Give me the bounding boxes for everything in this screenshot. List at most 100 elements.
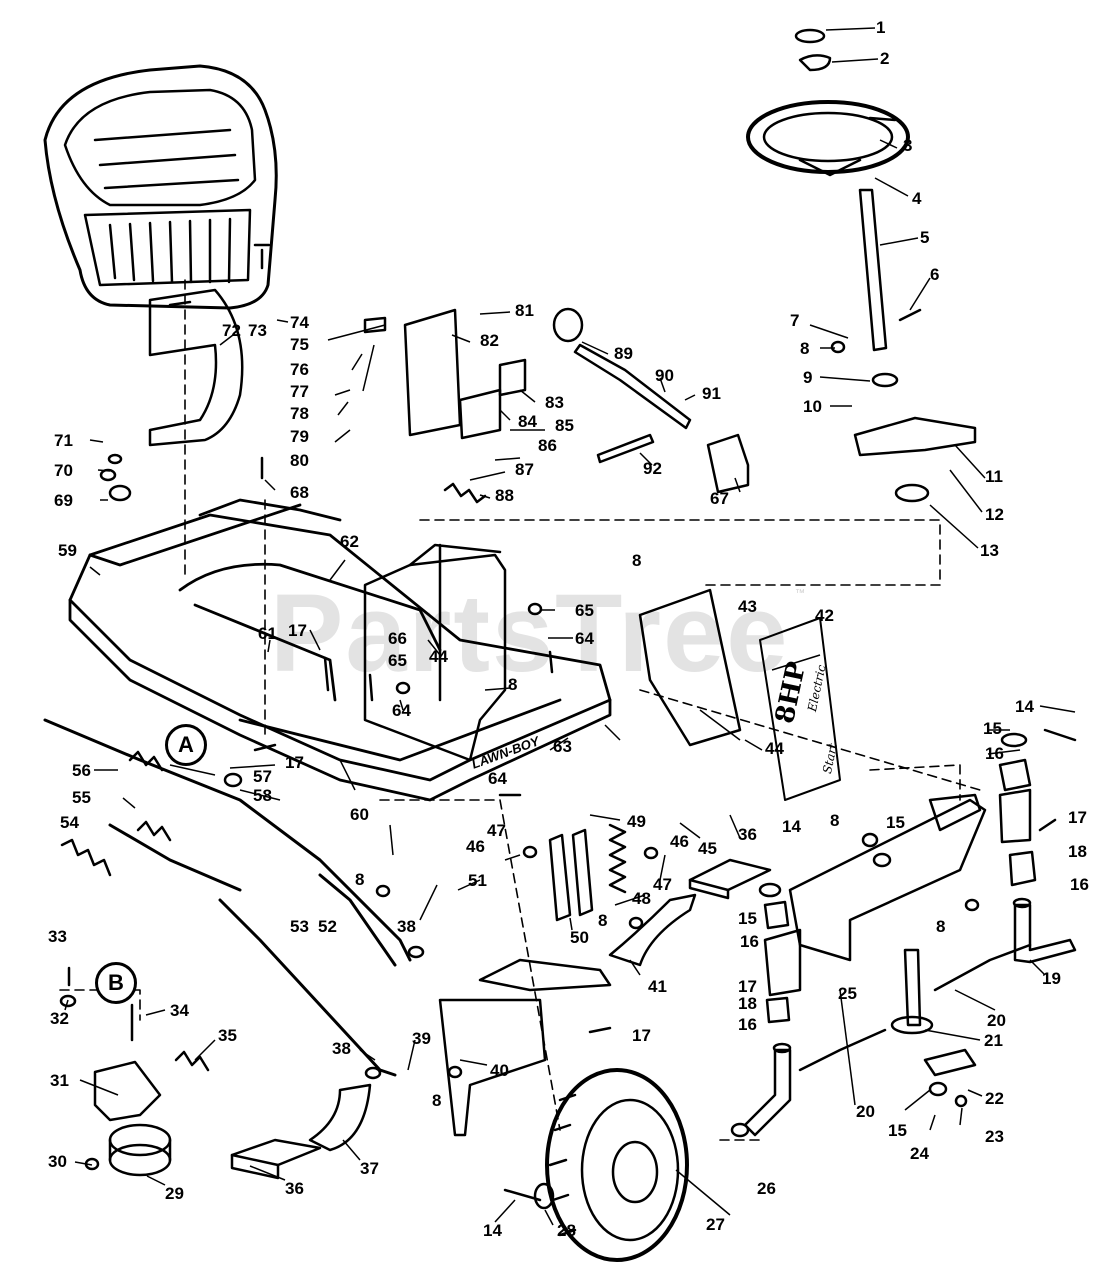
callout-16-b: 16 bbox=[1070, 875, 1089, 894]
callout-29: 29 bbox=[165, 1184, 184, 1203]
callout-4: 4 bbox=[912, 189, 922, 208]
rod-92-part bbox=[596, 433, 655, 464]
callout-72: 72 bbox=[222, 321, 241, 340]
arm-22-part bbox=[923, 1048, 977, 1077]
callout-92: 92 bbox=[643, 459, 662, 478]
callout-34: 34 bbox=[170, 1001, 189, 1020]
callout-60: 60 bbox=[350, 805, 369, 824]
steering-shaft-part bbox=[858, 188, 888, 352]
callout-64-c: 64 bbox=[488, 769, 507, 788]
callout-37: 37 bbox=[360, 1159, 379, 1178]
seat-bracket-part bbox=[148, 288, 244, 447]
callout-64-b: 64 bbox=[392, 701, 411, 720]
callout-77: 77 bbox=[290, 382, 309, 401]
pedal-pad-part bbox=[230, 858, 772, 1180]
callout-47-b: 47 bbox=[653, 875, 672, 894]
callout-87: 87 bbox=[515, 460, 534, 479]
callout-14-a: 14 bbox=[1015, 697, 1034, 716]
callout-26: 26 bbox=[757, 1179, 776, 1198]
washer-28-part bbox=[533, 1182, 555, 1210]
callout-46-a: 46 bbox=[466, 837, 485, 856]
callout-75: 75 bbox=[290, 335, 309, 354]
main-frame-part bbox=[68, 498, 612, 802]
callout-15-b: 15 bbox=[886, 813, 905, 832]
callout-65-b: 65 bbox=[388, 651, 407, 670]
callout-51: 51 bbox=[468, 871, 487, 890]
callout-50: 50 bbox=[570, 928, 589, 947]
spring-54 bbox=[60, 838, 112, 877]
callout-31: 31 bbox=[50, 1071, 69, 1090]
callout-32: 32 bbox=[50, 1009, 69, 1028]
callout-54: 54 bbox=[60, 813, 79, 832]
callout-9: 9 bbox=[803, 368, 813, 387]
callout-8-g: 8 bbox=[936, 917, 946, 936]
callout-61: 61 bbox=[258, 624, 277, 643]
callout-63: 63 bbox=[553, 737, 572, 756]
leader-lines bbox=[64, 27, 1076, 1226]
callout-46-b: 46 bbox=[670, 832, 689, 851]
spring-55 bbox=[136, 820, 172, 842]
callout-36-b: 36 bbox=[285, 1179, 304, 1198]
callout-27: 27 bbox=[706, 1215, 725, 1234]
callout-44-b: 44 bbox=[765, 739, 784, 758]
callout-70: 70 bbox=[54, 461, 73, 480]
callout-17-b: 17 bbox=[288, 621, 307, 640]
spring-48 bbox=[608, 823, 627, 894]
callout-66: 66 bbox=[388, 629, 407, 648]
part-2-cap bbox=[798, 54, 832, 72]
callout-3: 3 bbox=[903, 136, 913, 155]
assembly-lines bbox=[59, 279, 981, 1141]
dash-panel-part bbox=[638, 588, 742, 747]
throttle-lever-part bbox=[552, 307, 692, 430]
callout-64-a: 64 bbox=[575, 629, 594, 648]
callout-48: 48 bbox=[632, 889, 651, 908]
callout-91: 91 bbox=[702, 384, 721, 403]
spring-56 bbox=[128, 750, 164, 772]
callout-17-a: 17 bbox=[1068, 808, 1087, 827]
callout-57: 57 bbox=[253, 767, 272, 786]
callout-35: 35 bbox=[218, 1026, 237, 1045]
pedal-arms-part bbox=[438, 828, 612, 1137]
callout-25: 25 bbox=[838, 984, 857, 1003]
bracket-31-part bbox=[93, 1060, 162, 1122]
callout-13: 13 bbox=[980, 541, 999, 560]
callout-65-a: 65 bbox=[575, 601, 594, 620]
callout-58: 58 bbox=[253, 786, 272, 805]
callout-78: 78 bbox=[290, 404, 309, 423]
callout-10: 10 bbox=[803, 397, 822, 416]
callout-55: 55 bbox=[72, 788, 91, 807]
callout-20-a: 20 bbox=[987, 1011, 1006, 1030]
callout-69: 69 bbox=[54, 491, 73, 510]
bolts bbox=[67, 243, 1077, 1042]
callout-36-a: 36 bbox=[738, 825, 757, 844]
seat-part bbox=[43, 64, 278, 310]
section-badge-b: B bbox=[95, 962, 137, 1004]
callout-41: 41 bbox=[648, 977, 667, 996]
callout-90: 90 bbox=[655, 366, 674, 385]
trademark-mark: ™ bbox=[795, 588, 805, 599]
pin-14-part bbox=[503, 1188, 542, 1202]
callout-5: 5 bbox=[920, 228, 930, 247]
callout-85: 85 bbox=[555, 416, 574, 435]
callout-53: 53 bbox=[290, 917, 309, 936]
callout-56: 56 bbox=[72, 761, 91, 780]
pedal-41-part bbox=[608, 893, 697, 967]
callout-6: 6 bbox=[930, 265, 940, 284]
callout-71: 71 bbox=[54, 431, 73, 450]
part-1-washer bbox=[794, 28, 826, 44]
callout-86: 86 bbox=[538, 436, 557, 455]
decal-panel-part bbox=[759, 617, 841, 801]
callout-15-c: 15 bbox=[738, 909, 757, 928]
callout-30: 30 bbox=[48, 1152, 67, 1171]
callout-14-b: 14 bbox=[782, 817, 801, 836]
pulley-29-part bbox=[108, 1123, 172, 1177]
callout-49: 49 bbox=[627, 812, 646, 831]
callout-43: 43 bbox=[738, 597, 757, 616]
king-pin-18-part bbox=[763, 788, 1032, 997]
callout-67: 67 bbox=[710, 489, 729, 508]
callout-38-b: 38 bbox=[332, 1039, 351, 1058]
callout-14-c: 14 bbox=[483, 1221, 502, 1240]
callout-84: 84 bbox=[518, 412, 537, 431]
callout-23: 23 bbox=[985, 1127, 1004, 1146]
